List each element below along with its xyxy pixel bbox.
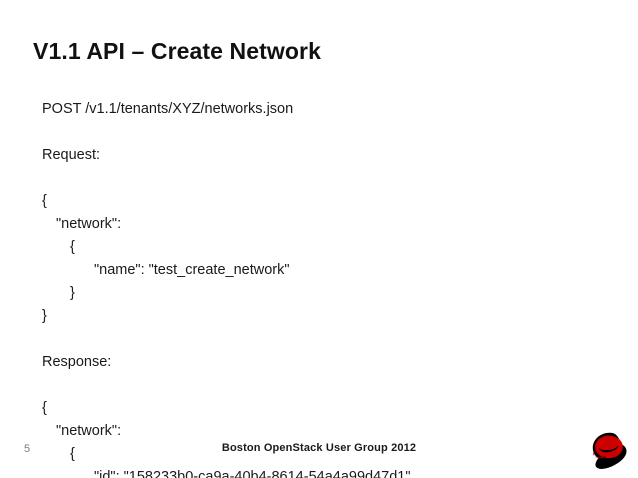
code-line: Response: — [42, 354, 112, 370]
code-line: { — [70, 239, 75, 255]
code-line: } — [70, 285, 75, 301]
spacer-line — [42, 167, 602, 190]
code-line: { — [42, 400, 47, 416]
code-line: POST /v1.1/tenants/XYZ/networks.json — [42, 101, 294, 117]
red-hat-shadowman-logo — [589, 432, 629, 470]
slide-footer: 5 Boston OpenStack User Group 2012 — [0, 428, 638, 478]
code-line: Request: — [42, 147, 101, 163]
spacer-line — [42, 328, 602, 351]
code-line: } — [42, 308, 47, 324]
page-title: V1.1 API – Create Network — [33, 38, 321, 64]
code-line: "id": "158233b0-ca9a-40b4-8614-54a4a99d4… — [94, 469, 415, 478]
code-line: { — [70, 446, 75, 462]
code-line: "network": — [56, 216, 122, 232]
footer-event-label: Boston OpenStack User Group 2012 — [221, 442, 417, 454]
spacer-line — [42, 374, 602, 397]
code-line: "network": — [56, 423, 122, 439]
page-number: 5 — [24, 443, 31, 455]
code-line: { — [42, 193, 47, 209]
code-line: "name": "test_create_network" — [94, 262, 290, 278]
spacer-line — [42, 121, 602, 144]
